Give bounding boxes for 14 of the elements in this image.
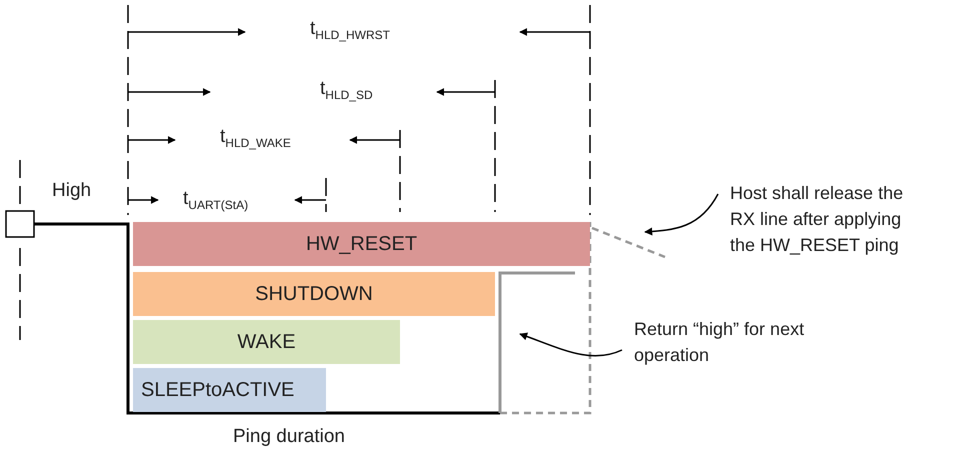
callout-text: Host shall release the RX line after applying the HW_RESET ping bbox=[730, 180, 930, 258]
timing-label: t$_{HLD_WAKE}$ bbox=[220, 126, 291, 150]
timing-label: t$_{HLD_HWRST}$ bbox=[310, 18, 390, 42]
level-label: High bbox=[52, 180, 92, 202]
callout-text: Return “high” for next operation bbox=[634, 316, 814, 368]
timing-label: t$_{UART(StA)}$ bbox=[183, 188, 248, 212]
ping-bar: WAKE bbox=[133, 320, 400, 364]
ping-bar: HW_RESET bbox=[133, 222, 590, 266]
axis-label: Ping duration bbox=[233, 426, 345, 448]
leader-arrow bbox=[519, 332, 622, 357]
timing-label: t$_{HLD_SD}$ bbox=[320, 78, 373, 102]
leader-arrow bbox=[644, 194, 719, 236]
ping-bar: SLEEPtoACTIVE bbox=[133, 368, 326, 412]
ping-bar: SHUTDOWN bbox=[133, 272, 495, 316]
